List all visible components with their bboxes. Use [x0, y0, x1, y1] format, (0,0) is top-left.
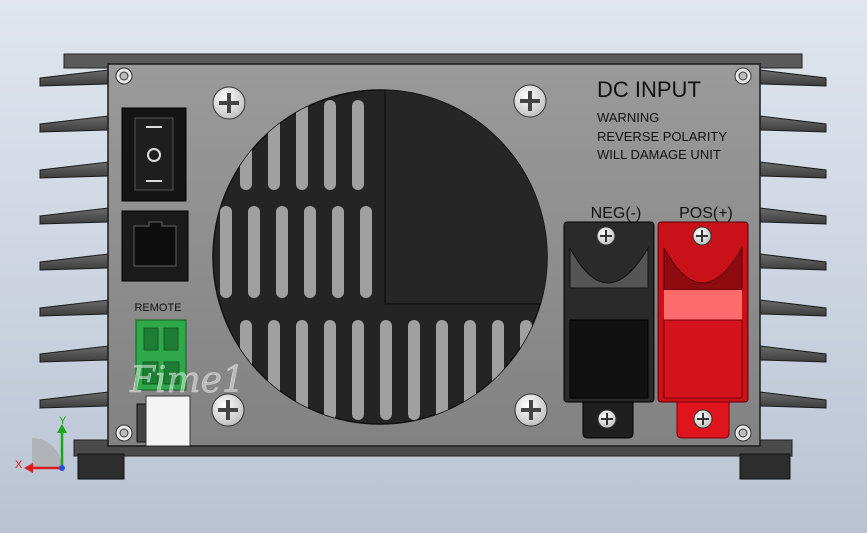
warning-line-2: REVERSE POLARITY	[597, 129, 727, 144]
remote-terminal-connector[interactable]	[135, 319, 187, 391]
fan-slot	[324, 320, 336, 420]
neg-terminal-screw-top	[596, 226, 616, 246]
fan-slot	[352, 100, 364, 190]
fin-left	[39, 161, 109, 179]
corner-screw-top-left	[115, 67, 133, 85]
corner-screw-bottom-right	[734, 424, 752, 442]
axis-y-label: Y	[59, 415, 67, 427]
warning-line-1: WARNING	[597, 110, 659, 125]
fan-screw	[513, 84, 547, 118]
fin-right	[759, 299, 827, 317]
fin-right	[759, 253, 827, 271]
fin-left	[39, 345, 109, 363]
fin-left	[39, 391, 109, 409]
fin-right	[759, 115, 827, 133]
pos-label: POS(+)	[679, 205, 733, 222]
power-switch[interactable]	[121, 107, 187, 202]
fan-slot	[332, 206, 344, 298]
pos-terminal[interactable]	[657, 221, 749, 439]
left-fins	[39, 69, 109, 409]
pos-terminal-screw-bottom	[693, 409, 713, 429]
neg-terminal-screw-bottom	[597, 409, 617, 429]
fan-slot	[380, 320, 392, 420]
neg-label: NEG(-)	[591, 205, 642, 222]
warning-line-3: WILL DAMAGE UNIT	[597, 147, 721, 162]
fan-grille	[212, 89, 548, 425]
neg-terminal[interactable]	[563, 221, 655, 439]
fan-screws	[211, 84, 548, 427]
right-fins	[759, 69, 827, 409]
axis-triad: Y X	[15, 415, 67, 473]
fan-slot	[464, 320, 476, 420]
foot-right	[739, 453, 791, 480]
fin-right	[759, 69, 827, 87]
fin-left	[39, 69, 109, 87]
fan-slot	[220, 206, 232, 298]
fan-hub-outline	[384, 92, 545, 305]
fan-slot	[360, 206, 372, 298]
fin-right	[759, 345, 827, 363]
fan-slot	[296, 320, 308, 420]
fan-slot	[276, 206, 288, 298]
corner-screw-top-right	[734, 67, 752, 85]
fan-slot	[296, 100, 308, 190]
remote-rj-port[interactable]	[121, 210, 189, 282]
fan-screw	[212, 86, 246, 120]
fan-slot	[436, 320, 448, 420]
pos-terminal-screw-top	[692, 226, 712, 246]
fan-slot	[408, 320, 420, 420]
fan-slot	[324, 100, 336, 190]
fan-slot	[352, 320, 364, 420]
fin-right	[759, 207, 827, 225]
fin-left	[39, 299, 109, 317]
fin-right	[759, 161, 827, 179]
fin-right	[759, 391, 827, 409]
watermark-text: Fime1	[129, 360, 245, 401]
fan-slots	[220, 90, 547, 420]
dc-input-title: DC INPUT	[597, 77, 701, 102]
fan-screw	[514, 393, 548, 427]
fin-left	[39, 115, 109, 133]
fin-left	[39, 207, 109, 225]
foot-left	[77, 453, 125, 480]
fan-slot	[304, 206, 316, 298]
ground-terminal-block[interactable]	[136, 395, 191, 447]
fan-screw	[211, 393, 245, 427]
fin-left	[39, 253, 109, 271]
axis-x-label: X	[15, 459, 23, 471]
fan-slot	[248, 206, 260, 298]
remote-label: REMOTE	[134, 302, 181, 314]
corner-screw-bottom-left	[115, 424, 133, 442]
power-off-icon	[147, 148, 161, 162]
